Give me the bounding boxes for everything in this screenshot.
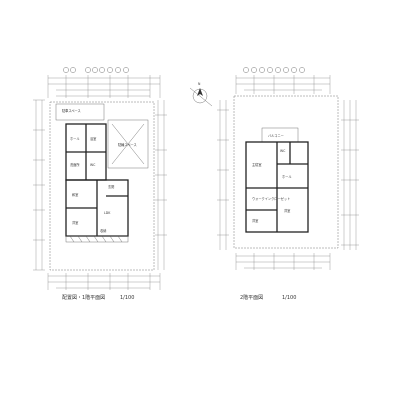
second-floor-walls: [245, 141, 309, 233]
first-floor-room-labels: ホール 浴室 洗面所 WC 和室 LDK 洋室 玄関 収納: [70, 136, 114, 233]
north-arrow-label: N: [198, 82, 201, 86]
room-label-hall: ホール: [70, 136, 80, 141]
parking-label: 駐車スペース: [62, 108, 81, 113]
room-label-2f-youshitsu-2: 洋室: [252, 218, 258, 223]
room-label-washitsu: 和室: [72, 192, 78, 197]
north-arrow: N: [189, 82, 213, 107]
room-label-2f-wc: WC: [280, 149, 286, 153]
room-label-storage: 収納: [100, 228, 106, 233]
left-top-dimensions: [47, 75, 161, 98]
room-label-youshitsu: 洋室: [72, 220, 78, 225]
balcony: バルコニー: [261, 127, 299, 143]
right-top-grid-bubbles: [243, 67, 305, 73]
room-label-2f-youshitsu-1: 洋室: [284, 208, 290, 213]
first-floor-plan: 駐車スペース 駐輪スペース ホール 浴室 洗面所 WC 和室 LDK 洋室 玄関: [33, 67, 167, 301]
room-label-walk-in-closet: ウォークインクローゼット: [252, 196, 290, 201]
second-floor-room-labels: 主寝室 WC ホール ウォークインクローゼット 洋室 洋室: [252, 149, 292, 223]
right-left-dimensions: [217, 100, 229, 250]
left-top-grid-bubbles: [63, 67, 129, 73]
first-floor-plan-scale: 1/100: [120, 295, 134, 301]
second-floor-plan-caption: 2階平面図: [240, 294, 263, 301]
second-floor-plan-scale: 1/100: [282, 295, 296, 301]
room-label-washroom: 洗面所: [70, 162, 80, 167]
right-top-dimensions: [235, 75, 331, 94]
left-side-dimensions: [33, 99, 45, 271]
left-right-dimensions: [155, 100, 167, 270]
room-label-2f-hall: ホール: [282, 174, 292, 179]
right-bottom-dimensions: [235, 253, 331, 270]
right-right-dimensions: [341, 100, 359, 250]
parking-area: 駐車スペース 駐輪スペース: [55, 103, 149, 169]
room-label-wc: WC: [90, 163, 96, 167]
first-floor-walls: [65, 123, 129, 237]
second-floor-plan: バルコニー 主寝室 WC ホール ウォークインクローゼット 洋室 洋室: [217, 67, 359, 301]
roof-outline: [233, 95, 339, 249]
room-label-master-bedroom: 主寝室: [252, 162, 262, 167]
room-label-entrance: 玄関: [108, 184, 114, 189]
room-label-ldk: LDK: [104, 211, 111, 215]
balcony-label: バルコニー: [268, 134, 284, 138]
left-bottom-dimensions: [47, 273, 161, 290]
room-label-bath: 浴室: [90, 136, 96, 141]
first-floor-plan-caption: 配置図・1階平面図: [62, 294, 105, 301]
first-floor-exterior-hatch: [65, 235, 129, 243]
site-boundary: [49, 101, 155, 271]
